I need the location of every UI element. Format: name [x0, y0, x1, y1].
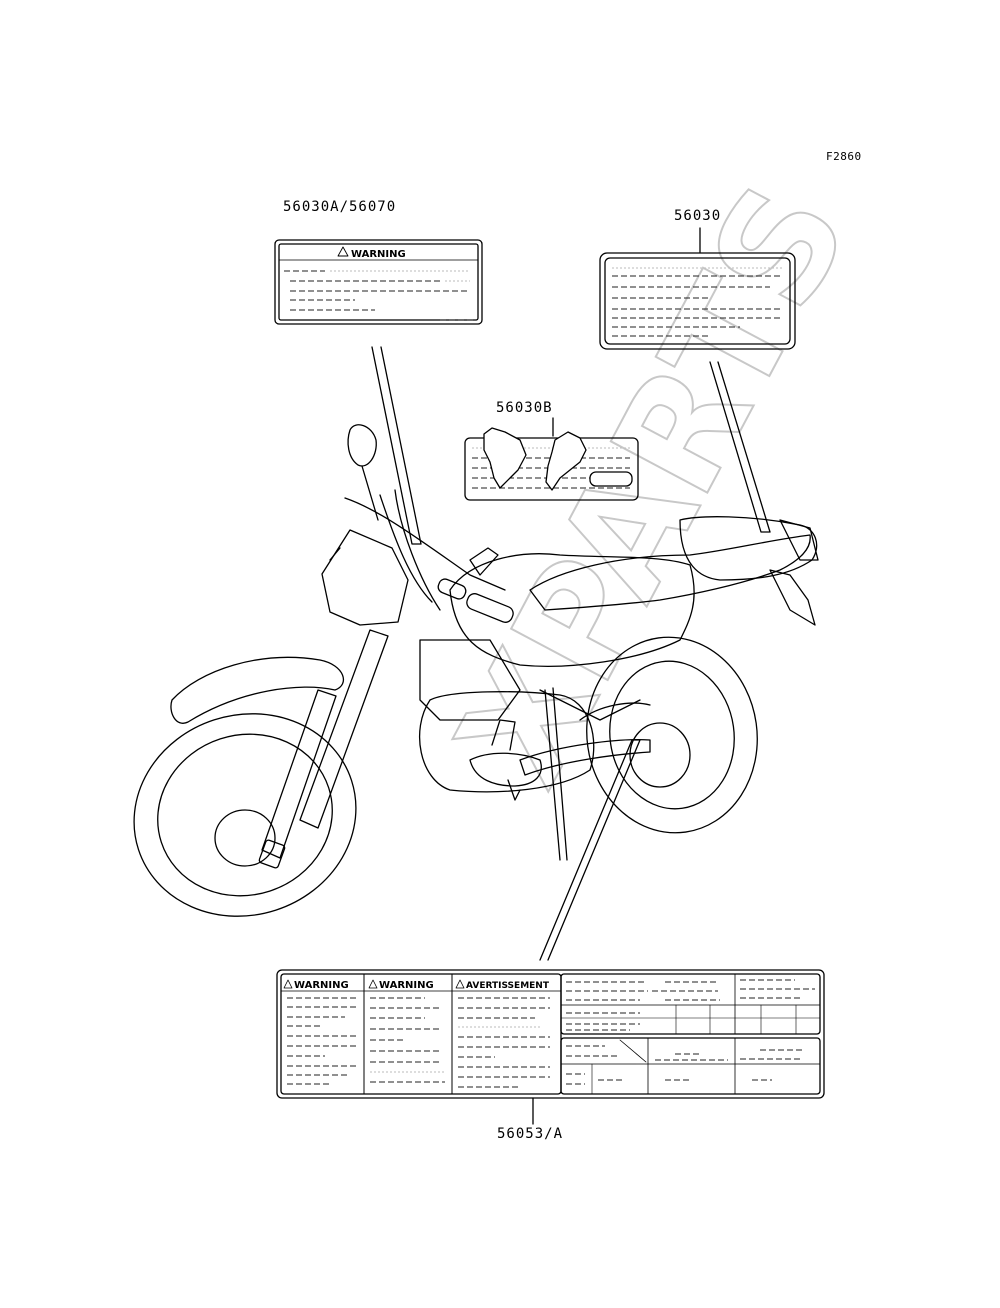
- warning-decal-left-title: WARNING: [351, 249, 406, 260]
- mirror: [347, 424, 377, 467]
- callout-56030a-56070: 56030A/56070: [283, 199, 397, 215]
- leader-bottom: [539, 739, 641, 961]
- leader-right: [709, 361, 771, 533]
- fuel-tank: [449, 553, 695, 667]
- front-fender: [170, 656, 345, 724]
- leader-lines: [371, 227, 771, 1125]
- decal-right: [599, 252, 796, 350]
- handlebar: [344, 497, 506, 591]
- engine: [418, 691, 595, 793]
- figure-code: F2860: [826, 150, 862, 163]
- rear-frame: [539, 689, 641, 721]
- callout-56053a: 56053/A: [497, 1126, 564, 1142]
- radiator-shroud: [419, 639, 521, 721]
- avertissement-title: AVERTISSEMENT: [466, 981, 550, 991]
- front-fork: [299, 629, 389, 829]
- warning-title-1: WARNING: [294, 980, 349, 991]
- warning-title-2: WARNING: [379, 980, 434, 991]
- motorcycle-illustration: [133, 424, 819, 917]
- rear-wheel-inner: [609, 660, 735, 810]
- seat: [529, 534, 811, 611]
- front-hub: [214, 809, 276, 867]
- headlight-cowl: [321, 529, 409, 626]
- callout-56030: 56030: [674, 208, 722, 224]
- decal-center: [464, 427, 639, 501]
- warning-decal-left: WARNING: [274, 239, 483, 325]
- watermark: XPARTS: [424, 157, 883, 812]
- hand-pictogram: [483, 427, 527, 489]
- rear-wheel-tire: [586, 636, 758, 834]
- swingarm: [519, 739, 651, 776]
- callout-56030b: 56030B: [496, 400, 553, 416]
- front-wheel-inner: [157, 733, 333, 897]
- watermark-text: XPARTS: [425, 158, 882, 811]
- leader-left: [371, 346, 422, 545]
- front-wheel-tire: [133, 713, 357, 917]
- decal-bottom: WARNING WARNING AVERTISSEMENT: [276, 969, 825, 1099]
- rear-hub: [629, 722, 691, 788]
